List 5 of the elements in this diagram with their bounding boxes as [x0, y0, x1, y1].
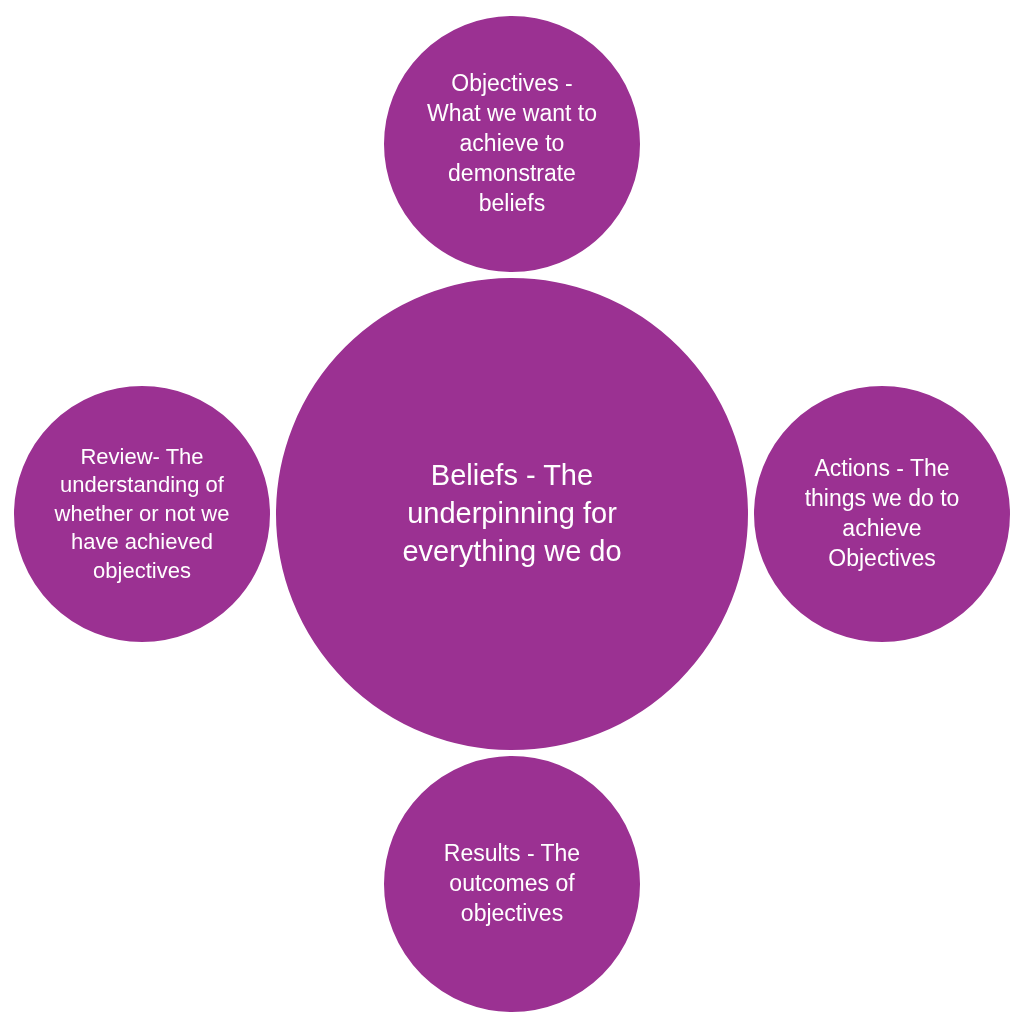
- node-text: Review- The understanding of whether or not we have achieved objectives: [53, 442, 231, 585]
- node-text: Beliefs - The underpinning for everything we do: [401, 458, 623, 569]
- node-text: Objectives - What we want to achieve to demonstrate beliefs: [426, 69, 598, 218]
- node-text: Actions - The things we do to achieve Objectives: [803, 454, 961, 573]
- node-text: Results - The outcomes of objectives: [442, 839, 582, 928]
